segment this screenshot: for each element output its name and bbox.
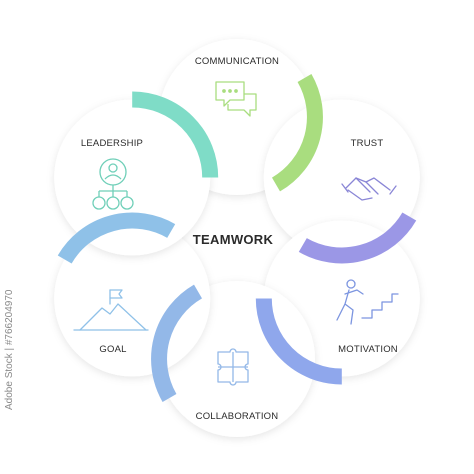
segment-arcs [57, 74, 417, 402]
label-communication: COMMUNICATION [195, 56, 279, 67]
segment-arc-goal [57, 212, 176, 264]
label-collaboration: COLLABORATION [196, 411, 279, 422]
chat-bubbles-icon [215, 81, 257, 117]
mountain-flag-icon [73, 289, 149, 331]
handshake-icon [341, 177, 397, 201]
segment-circles [54, 39, 420, 437]
segment-circle-trust [263, 99, 420, 256]
segment-arc-collaboration [151, 284, 203, 402]
label-goal: GOAL [99, 344, 126, 355]
segment-arc-trust [298, 212, 417, 264]
segment-arc-communication [271, 74, 323, 192]
label-trust: TRUST [351, 138, 384, 149]
segment-arc-leadership [131, 91, 219, 178]
center-label: TEAMWORK [193, 232, 274, 247]
watermark-text: Adobe Stock | #766204970 [4, 289, 15, 410]
segment-arc-motivation [255, 298, 343, 385]
label-motivation: MOTIVATION [338, 344, 398, 355]
segment-circle-goal [54, 220, 211, 377]
team-hierarchy-icon [92, 158, 134, 210]
segment-circle-leadership [54, 99, 211, 256]
label-leadership: LEADERSHIP [81, 138, 143, 149]
puzzle-icon [217, 348, 249, 386]
climbing-stairs-icon [336, 279, 399, 325]
